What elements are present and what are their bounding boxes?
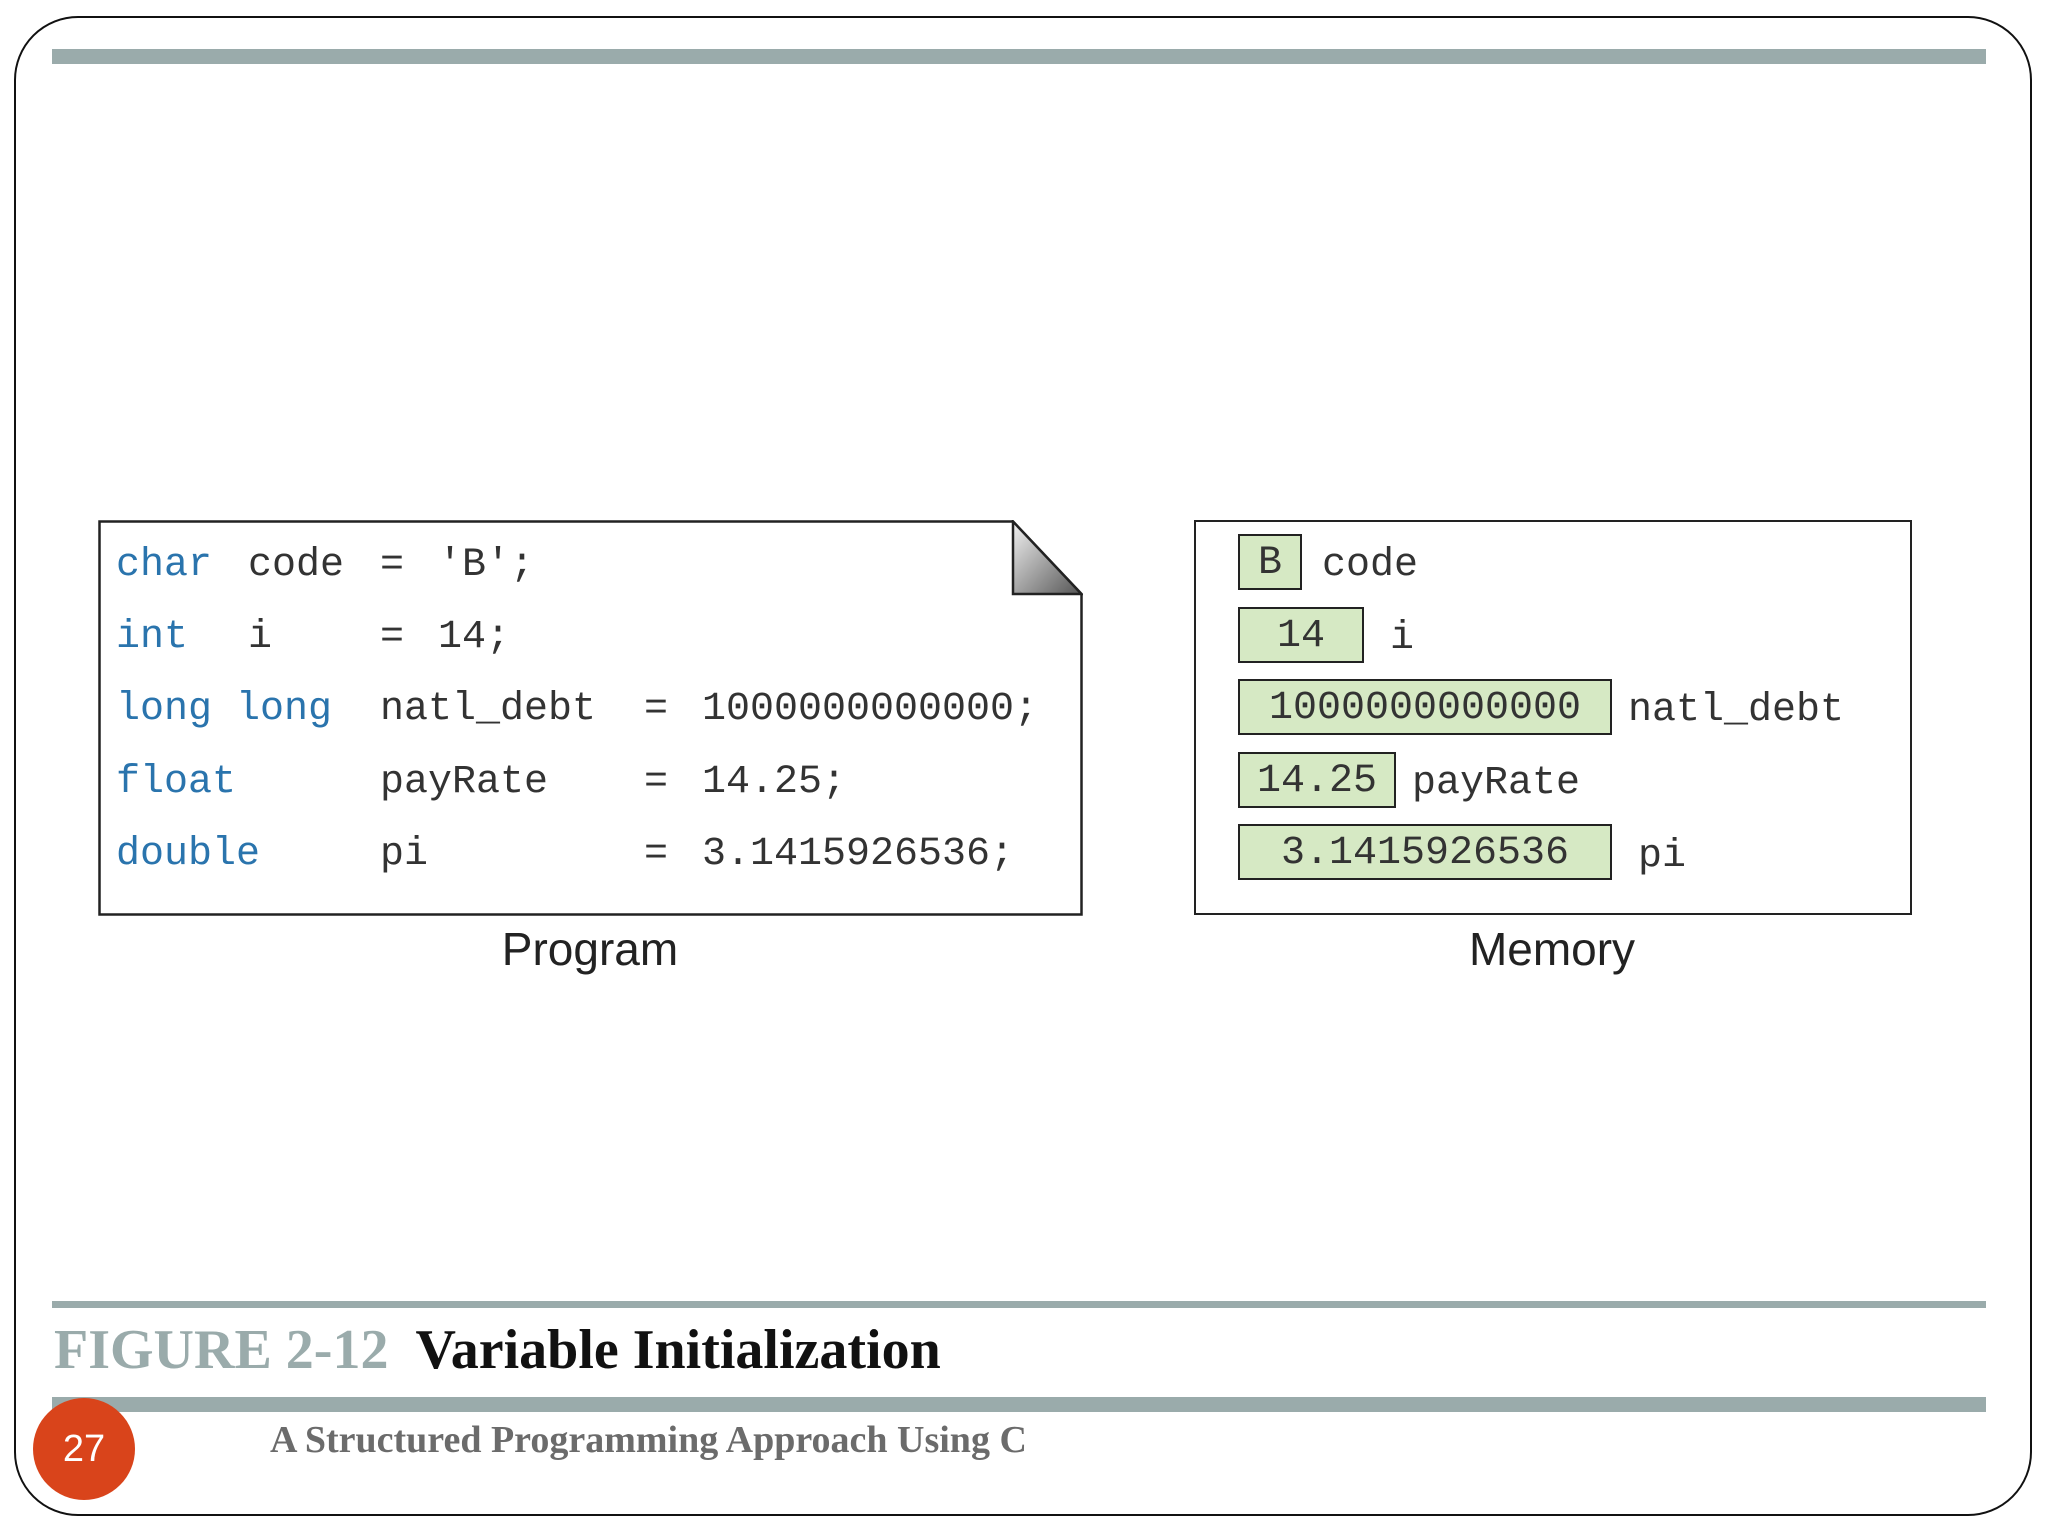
assign-operator: = — [644, 760, 669, 805]
initial-value: 'B'; — [438, 543, 535, 588]
assign-operator: = — [380, 615, 405, 660]
memory-label-payrate: payRate — [1412, 761, 1581, 806]
memory-cell-pi: 3.1415926536 — [1238, 824, 1612, 880]
memory-label-natl-debt: natl_debt — [1628, 688, 1845, 733]
figure-label: FIGURE 2-12 Variable Initialization — [54, 1318, 941, 1382]
memory-caption: Memory — [1468, 923, 1636, 975]
program-page-outline — [98, 520, 1083, 916]
memory-cell-code: B — [1238, 534, 1302, 590]
page-fold-corner — [1011, 520, 1083, 596]
variable-name: code — [248, 543, 345, 588]
caption-rule — [52, 1301, 1986, 1308]
initial-value: 14; — [438, 615, 511, 660]
figure-number: FIGURE 2-12 — [54, 1319, 389, 1381]
assign-operator: = — [644, 832, 669, 877]
assign-operator: = — [644, 687, 669, 732]
variable-name: pi — [380, 832, 429, 877]
memory-cell-i: 14 — [1238, 607, 1364, 663]
code-line-3: long long natl_debt = 1000000000000; — [116, 690, 1038, 930]
memory-label-i: i — [1390, 616, 1415, 661]
variable-name: i — [248, 615, 273, 660]
initial-value: 1000000000000; — [702, 687, 1039, 732]
code-line-1: char code = 'B'; — [116, 543, 534, 786]
code-line-5: double pi = 3.1415926536; — [116, 835, 1014, 1075]
memory-cell-natl-debt: 1000000000000 — [1238, 679, 1612, 735]
page-number-badge: 27 — [33, 1398, 135, 1500]
program-panel: char code = 'B'; int i = 14; long long n… — [98, 520, 1083, 916]
memory-label-pi: pi — [1638, 834, 1687, 879]
variable-name: natl_debt — [380, 687, 597, 732]
book-title: A Structured Programming Approach Using … — [270, 1419, 1027, 1461]
type-keyword: int — [116, 615, 189, 660]
code-line-4: float payRate = 14.25; — [116, 763, 846, 1003]
code-line-2: int i = 14; — [116, 615, 510, 858]
variable-name: payRate — [380, 760, 549, 805]
type-keyword: double — [116, 832, 261, 877]
type-keyword: char — [116, 543, 213, 588]
assign-operator: = — [380, 543, 405, 588]
memory-panel: B code 14 i 1000000000000 natl_debt 14.2… — [1194, 520, 1912, 915]
initial-value: 3.1415926536; — [702, 832, 1015, 877]
program-caption: Program — [501, 923, 679, 975]
type-keyword: long long — [116, 687, 333, 732]
type-keyword: float — [116, 760, 237, 805]
initial-value: 14.25; — [702, 760, 847, 805]
memory-cell-payrate: 14.25 — [1238, 752, 1396, 808]
bottom-rule — [52, 1397, 1986, 1412]
memory-label-code: code — [1322, 543, 1419, 588]
figure-title: Variable Initialization — [415, 1319, 941, 1381]
top-rule — [52, 49, 1986, 64]
